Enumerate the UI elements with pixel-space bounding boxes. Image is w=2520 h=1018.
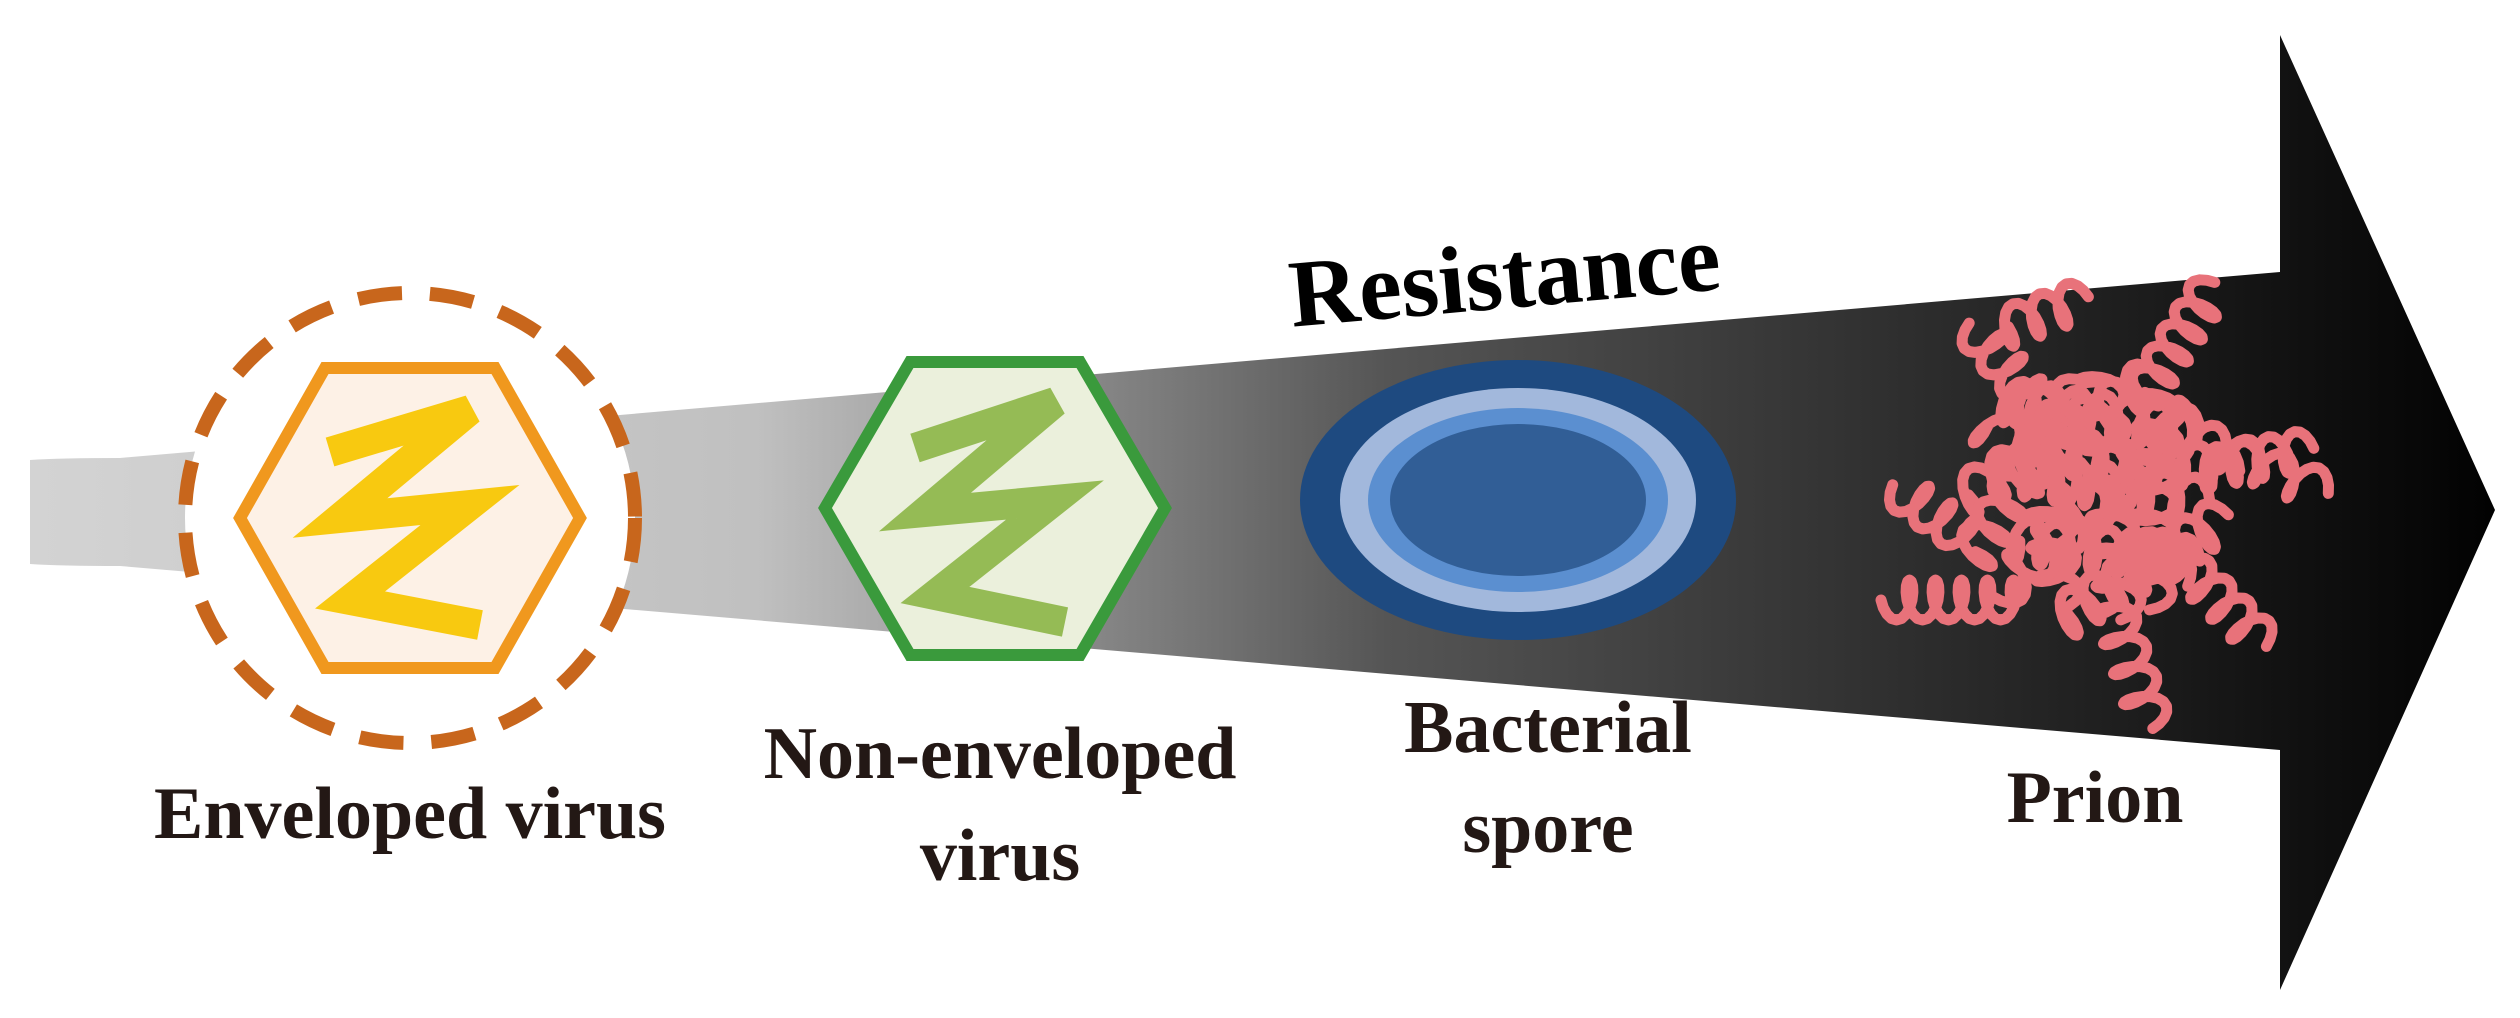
prion-helix <box>1884 479 1982 552</box>
label-enveloped-virus: Enveloped virus <box>154 773 666 855</box>
prion-helix <box>2144 405 2334 504</box>
non-enveloped-virus <box>818 356 1172 661</box>
prion-protein-icon <box>1875 274 2334 734</box>
prion-helix <box>1999 277 2094 352</box>
prion-helix <box>1957 358 2164 520</box>
enveloped-virus <box>178 286 642 750</box>
label-bacterial-spore-line2: spore <box>1462 787 1633 869</box>
label-prion: Prion <box>2007 757 2184 839</box>
prion-helix <box>2088 601 2173 734</box>
prion-helix <box>2165 552 2278 652</box>
zigzag-genome-icon <box>292 395 520 640</box>
label-bacterial-spore-line1: Bacterial <box>1404 687 1692 769</box>
bacterial-spore <box>1300 360 1736 640</box>
prion-helix <box>1875 574 2023 626</box>
label-non-enveloped-virus-line2: virus <box>920 815 1080 897</box>
label-non-enveloped-virus-line1: Non-enveloped <box>764 713 1237 795</box>
zigzag-genome-icon <box>878 387 1104 637</box>
resistance-arrow <box>30 35 2495 990</box>
envelope-ring-icon <box>178 286 642 750</box>
prion-helix <box>2126 274 2222 412</box>
